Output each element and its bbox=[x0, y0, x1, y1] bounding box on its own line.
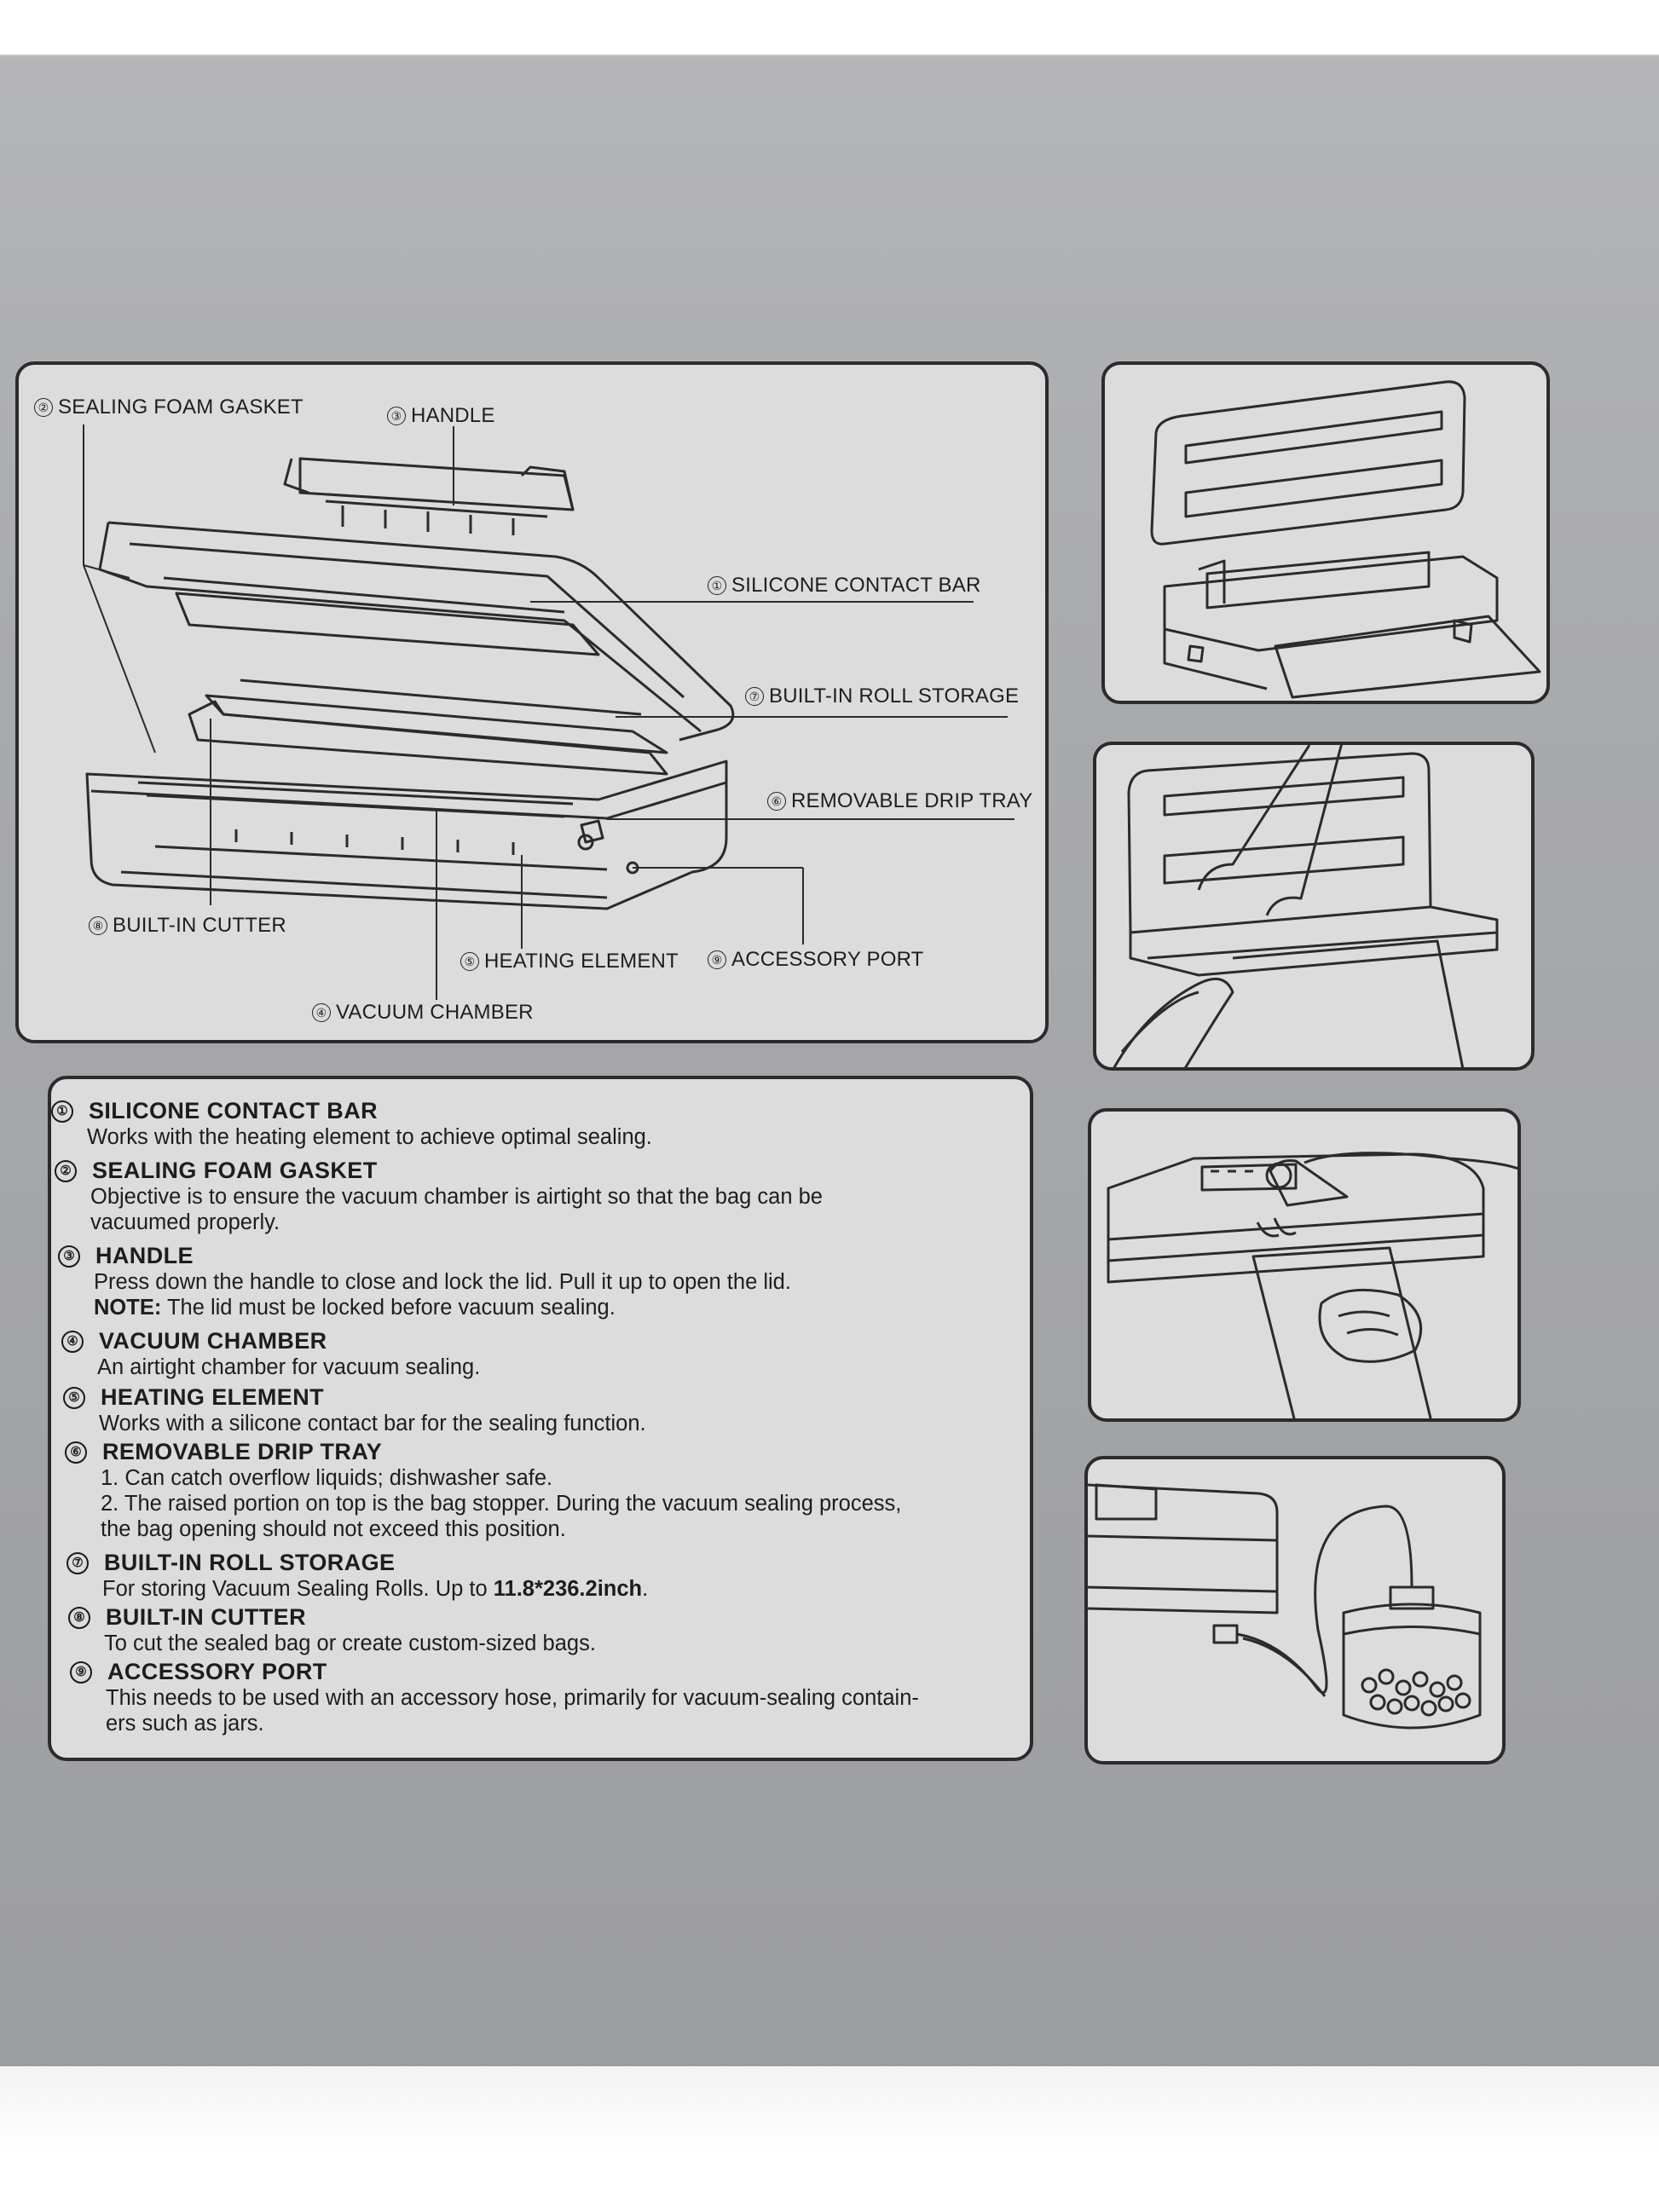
illustration-accessory-hose-jar bbox=[1084, 1456, 1506, 1764]
vacuum-sealer-line-drawing bbox=[83, 424, 1014, 1000]
illustration-cutting-bag bbox=[1093, 742, 1535, 1071]
illustration-open-lid-roll bbox=[1101, 361, 1550, 704]
table-surface bbox=[0, 2066, 1659, 2212]
accessory-hose-illustration bbox=[1088, 1483, 1482, 1730]
illustration-vacuum-sealing bbox=[1088, 1108, 1521, 1422]
vacuum-sealing-illustration bbox=[1107, 1152, 1517, 1418]
open-lid-illustration bbox=[1150, 380, 1541, 699]
cutting-bag-illustration bbox=[1113, 745, 1499, 1067]
